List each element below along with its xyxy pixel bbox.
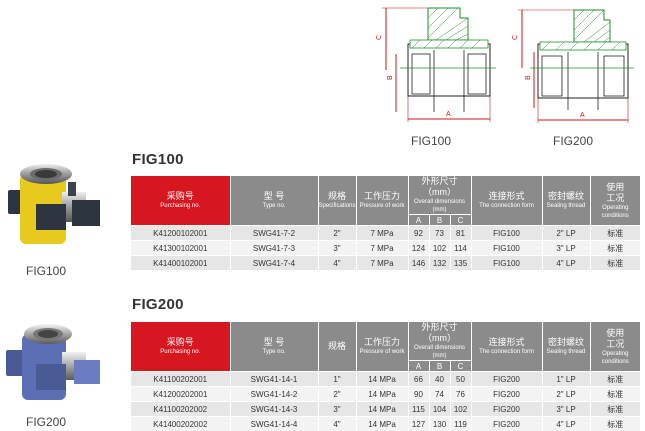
svg-text:A: A (446, 111, 451, 118)
header-type-no: 型 号 Type no. (229, 322, 318, 372)
header-dim-a: A (407, 214, 429, 226)
fig100-drawing-caption: FIG100 (410, 134, 452, 148)
fig200-drawing: C B A (512, 9, 634, 123)
header-operating-conditions: 使用 工况 Operating conditions (589, 322, 641, 372)
fig200-drawing-caption: FIG200 (552, 134, 594, 148)
svg-text:A: A (580, 112, 585, 119)
svg-text:C: C (512, 35, 519, 40)
fig200-section-title: FIG200 (132, 296, 184, 313)
header-type-no: 型 号 Type no. (229, 176, 318, 226)
header-sealing-thread: 密封螺纹 Sealing thread (541, 176, 591, 226)
header-connection-form: 连接形式 The connection form (470, 322, 543, 372)
fig100-spec-table: 采购号 Purchasing no. 型 号 Type no. 规格 Speci… (131, 176, 641, 270)
svg-text:B: B (387, 75, 394, 80)
fig100-product-photo (8, 164, 100, 244)
svg-text:C: C (376, 35, 383, 40)
header-specifications: 规格 Specifications (317, 176, 356, 226)
fig100-section-title: FIG100 (132, 151, 184, 168)
header-operating-conditions: 使用 工况 Operating conditions (589, 176, 641, 226)
header-specifications: 规格 (317, 322, 356, 372)
header-connection-form: 连接形式 The connection form (470, 176, 543, 226)
fig200-spec-table: 采购号 Purchasing no. 型 号 Type no. 规格 工作压力 … (131, 322, 641, 431)
svg-text:B: B (525, 75, 532, 80)
header-dim-a: A (407, 360, 429, 372)
header-overall-dimensions: 外形尺寸（mm） Overall dimensions (mm) (407, 176, 472, 215)
header-pressure: 工作压力 Pressure of work (355, 176, 408, 226)
header-pressure: 工作压力 Pressure of work (355, 322, 408, 372)
header-dim-b: B (428, 360, 450, 372)
fig200-product-photo (6, 324, 100, 400)
header-dim-c: C (449, 360, 472, 372)
fig200-photo-caption: FIG200 (26, 415, 67, 429)
fig100-drawing: C B A (376, 7, 496, 122)
header-purchasing-no: 采购号 Purchasing no. (131, 322, 230, 372)
header-dim-c: C (449, 214, 472, 226)
header-purchasing-no: 采购号 Purchasing no. (131, 176, 230, 226)
header-overall-dimensions: 外形尺寸（mm） Overall dimensions (mm) (407, 322, 472, 361)
fig100-photo-caption: FIG100 (26, 264, 67, 278)
header-dim-b: B (428, 214, 450, 226)
header-sealing-thread: 密封螺纹 Sealing thread (541, 322, 591, 372)
